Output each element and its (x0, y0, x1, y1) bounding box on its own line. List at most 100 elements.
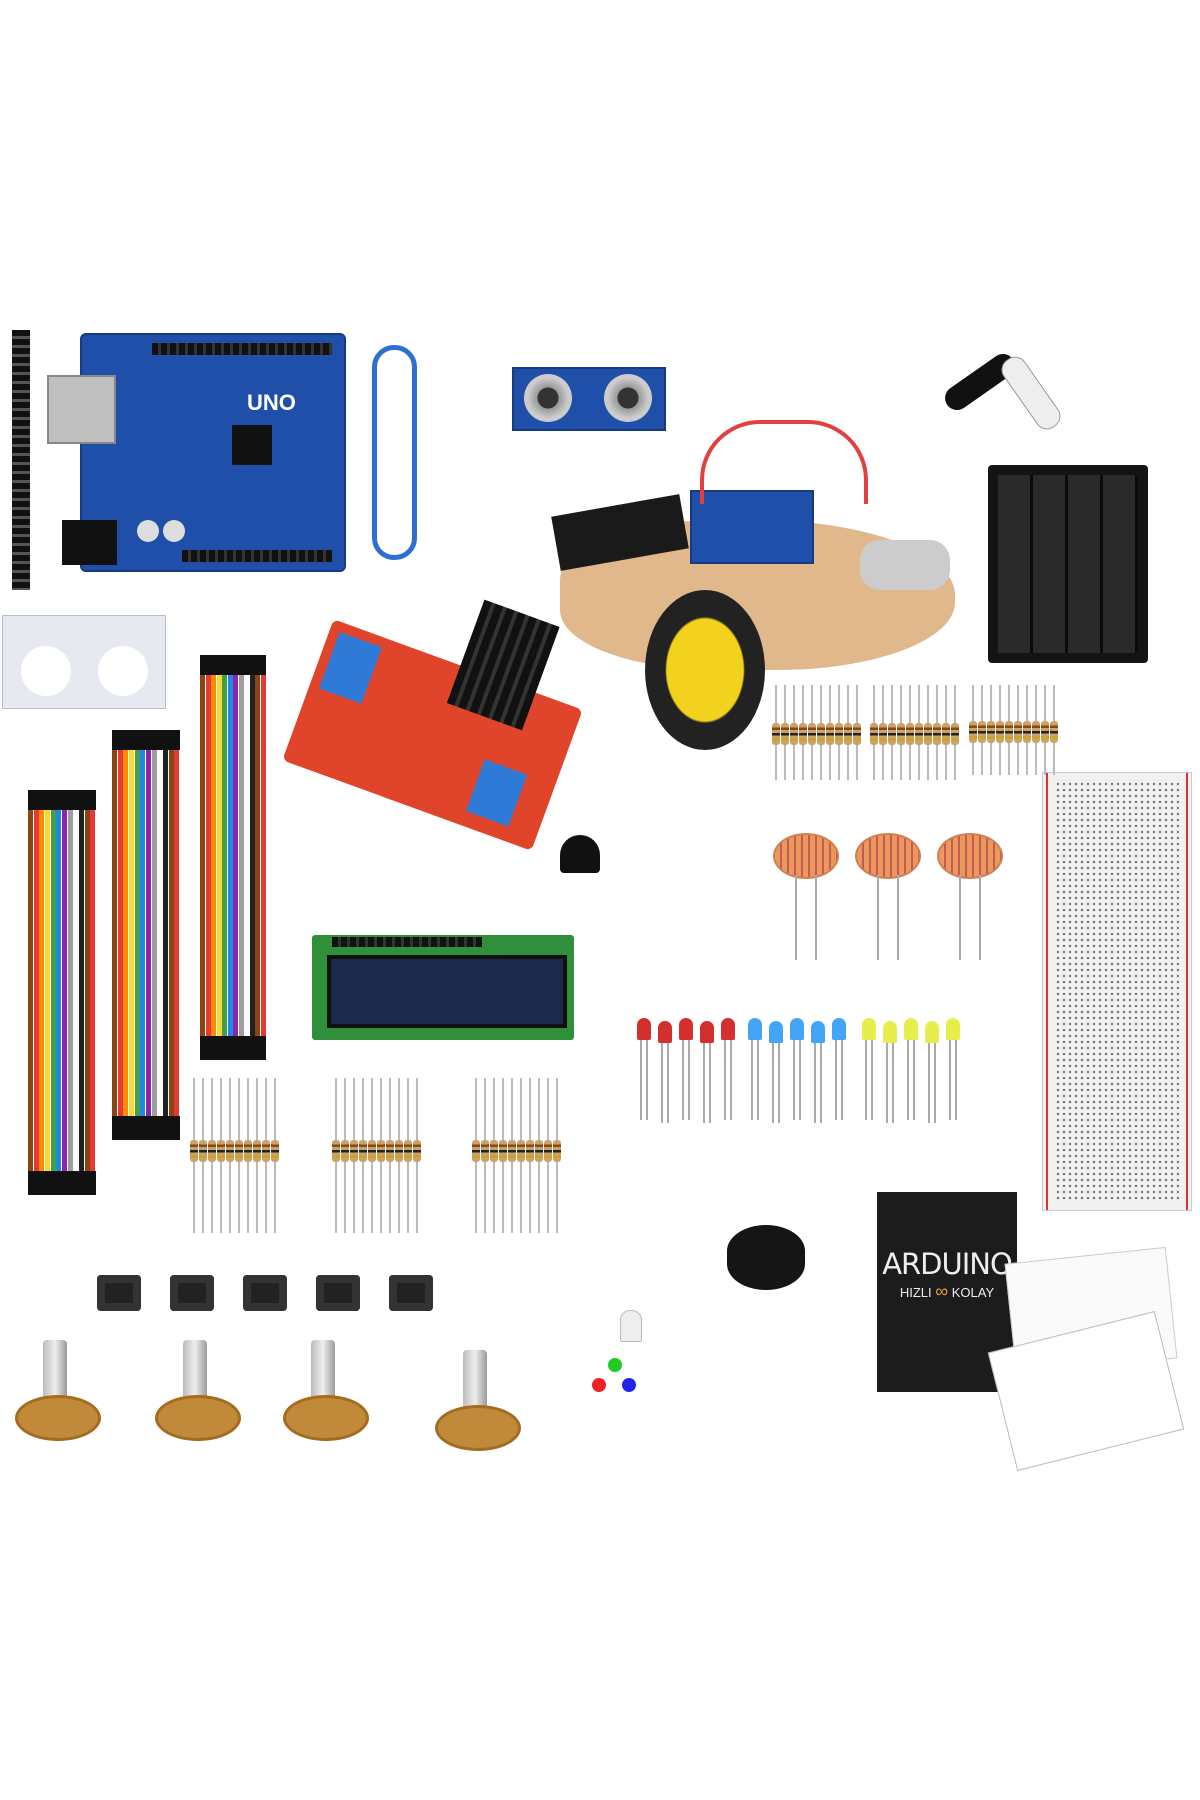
book-subtitle-right: KOLAY (951, 1285, 995, 1300)
resistor (817, 685, 825, 780)
resistor (1023, 685, 1031, 775)
transducer (524, 374, 572, 422)
resistor (772, 685, 780, 780)
led (904, 1018, 918, 1120)
resistor (262, 1078, 270, 1233)
jumper-wire (211, 675, 216, 1036)
wire-connectors (200, 1036, 266, 1060)
buzzer (727, 1225, 805, 1290)
resistor (1032, 685, 1040, 775)
lcd-header (332, 937, 482, 947)
jumper-wire (67, 810, 73, 1171)
push-button (243, 1275, 287, 1311)
jumper-wire (117, 750, 123, 1116)
usb-port (47, 375, 116, 444)
jumper-wire (168, 750, 174, 1116)
led (883, 1021, 897, 1123)
resistor (517, 1078, 525, 1233)
resistor (951, 685, 959, 780)
jumper-wire (123, 750, 129, 1116)
resistor (490, 1078, 498, 1233)
resistor (190, 1078, 198, 1233)
led (832, 1018, 846, 1120)
ultrasonic-sensor (512, 367, 666, 431)
push-button (389, 1275, 433, 1311)
led (700, 1021, 714, 1123)
breadboard (1042, 772, 1192, 1211)
analog-header (182, 550, 332, 562)
resistor (799, 685, 807, 780)
lcd-1602-module (312, 935, 574, 1040)
potentiometer (283, 1340, 369, 1450)
jumper-wire (174, 750, 180, 1116)
microcontroller-chip (232, 425, 272, 465)
battery-slots (998, 475, 1138, 653)
l298n-motor-driver (282, 599, 583, 851)
resistor (472, 1078, 480, 1233)
push-button (97, 1275, 141, 1311)
wire-connectors (28, 790, 96, 810)
terminal-block (319, 632, 382, 704)
resistor (526, 1078, 534, 1233)
capacitor (137, 520, 159, 542)
jumper-wire (260, 675, 266, 1036)
resistor (217, 1078, 225, 1233)
jumper-wire (163, 750, 168, 1116)
pot-base (435, 1405, 521, 1451)
resistor (1050, 685, 1058, 775)
push-button (316, 1275, 360, 1311)
led (679, 1018, 693, 1120)
resistor (790, 685, 798, 780)
resistor (244, 1078, 252, 1233)
breadboard-holes (1055, 781, 1179, 1201)
resistor (897, 685, 905, 780)
ldr-leg (795, 875, 797, 960)
resistor (341, 1078, 349, 1233)
ldr-photoresistor (773, 833, 839, 879)
resistor (253, 1078, 261, 1233)
wire-connectors (200, 655, 266, 675)
alligator-clip-white (996, 351, 1066, 435)
potentiometer (435, 1350, 521, 1460)
resistor (377, 1078, 385, 1233)
resistor (208, 1078, 216, 1233)
car-ultrasonic-sensor (860, 540, 950, 590)
led (721, 1018, 735, 1120)
resistor (853, 685, 861, 780)
jumper-wire (134, 750, 140, 1116)
jumper-wire (90, 810, 96, 1171)
jumper-wire (129, 750, 134, 1116)
resistor (359, 1078, 367, 1233)
ntc-transistor (560, 835, 600, 873)
led (748, 1018, 762, 1120)
led (769, 1021, 783, 1123)
resistor (808, 685, 816, 780)
jumper-wire (233, 675, 238, 1036)
sensor-bracket (2, 615, 166, 709)
lcd-screen (327, 955, 567, 1028)
jumper-wire (249, 675, 255, 1036)
book-subtitle-left: HIZLI (899, 1285, 932, 1300)
push-button (170, 1275, 214, 1311)
pot-shaft (463, 1350, 487, 1410)
bracket-hole (98, 646, 148, 696)
jumper-wire (151, 750, 157, 1116)
jumper-wire (157, 750, 163, 1116)
resistor (544, 1078, 552, 1233)
ldr-photoresistor (855, 833, 921, 879)
resistor (924, 685, 932, 780)
pot-shaft (311, 1340, 335, 1400)
jumper-wire (73, 810, 79, 1171)
jumper-wire (205, 675, 211, 1036)
pot-shaft (183, 1340, 207, 1400)
jumper-wire (50, 810, 56, 1171)
jumper-wire-bundle (28, 790, 96, 1195)
power-rail-red (1186, 773, 1188, 1210)
power-rail-red (1046, 773, 1048, 1210)
resistor (508, 1078, 516, 1233)
resistor (844, 685, 852, 780)
resistor (826, 685, 834, 780)
rgb-red-dot (592, 1378, 606, 1392)
transducer (604, 374, 652, 422)
resistor (350, 1078, 358, 1233)
